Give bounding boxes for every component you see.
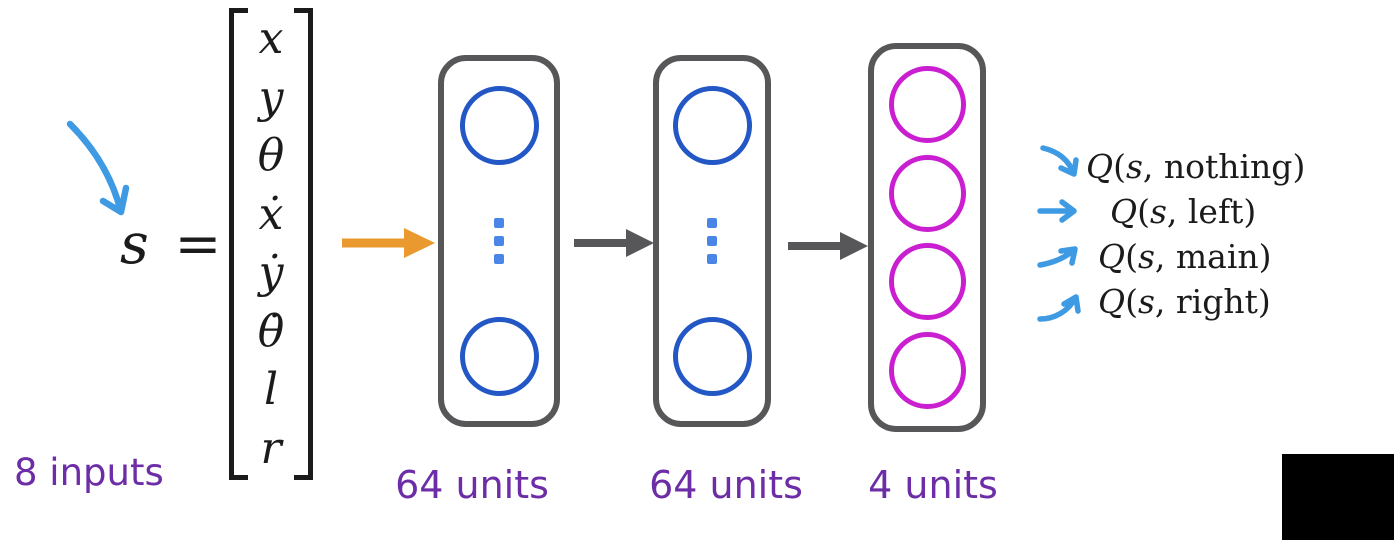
sketch-output-arrow-icon bbox=[1037, 294, 1081, 322]
math-text: ( bbox=[1125, 237, 1138, 276]
ellipsis-dot bbox=[707, 236, 717, 246]
math-variable: s bbox=[1149, 192, 1167, 231]
neuron-circle bbox=[888, 243, 966, 321]
math-variable: s bbox=[1125, 147, 1143, 186]
q-value-label: Q(s, nothing) bbox=[1086, 150, 1305, 183]
hidden-layer-2 bbox=[653, 55, 771, 427]
math-variable: s bbox=[1137, 237, 1155, 276]
right-bracket bbox=[294, 8, 313, 480]
layer-3-units-label: 4 units bbox=[868, 463, 998, 507]
math-variable: s bbox=[1137, 282, 1155, 321]
vertical-ellipsis-icon bbox=[494, 218, 504, 264]
neuron-circle bbox=[459, 317, 539, 396]
math-text: ( bbox=[1113, 147, 1126, 186]
math-text: ) bbox=[1257, 282, 1271, 321]
q-value-label: Q(s, right) bbox=[1098, 285, 1271, 318]
neuron-circle bbox=[888, 154, 966, 232]
math-text: ) bbox=[1258, 237, 1272, 276]
state-vector-element: ẋ bbox=[258, 188, 284, 240]
neuron-circle bbox=[672, 86, 752, 165]
math-text: , bbox=[1154, 237, 1176, 276]
flow-arrow-icon bbox=[788, 232, 868, 260]
state-vector-element: ẏ bbox=[258, 247, 284, 299]
state-vector-element: y bbox=[258, 71, 284, 123]
neuron-circle bbox=[672, 317, 752, 396]
neuron-circle bbox=[888, 66, 966, 144]
ellipsis-dot bbox=[494, 218, 504, 228]
hidden-layer-1 bbox=[438, 55, 560, 427]
math-text: ( bbox=[1137, 192, 1150, 231]
black-overlay-box bbox=[1282, 454, 1394, 540]
state-symbol: s = bbox=[120, 212, 226, 277]
math-text: , bbox=[1166, 192, 1188, 231]
state-vector-element: θ̇ bbox=[257, 305, 285, 357]
q-value-outputs: Q(s, nothing)Q(s, left)Q(s, main)Q(s, ri… bbox=[1036, 144, 1305, 324]
math-text: main bbox=[1175, 237, 1259, 276]
q-output-row: Q(s, nothing) bbox=[1036, 144, 1305, 189]
left-bracket bbox=[229, 8, 248, 480]
ellipsis-dot bbox=[707, 218, 717, 228]
neuron-circle bbox=[459, 86, 539, 165]
state-vector-element: x bbox=[258, 13, 284, 65]
math-text: , bbox=[1154, 282, 1176, 321]
vertical-ellipsis-icon bbox=[707, 218, 717, 264]
q-output-row: Q(s, left) bbox=[1036, 189, 1305, 234]
q-value-label: Q(s, main) bbox=[1098, 240, 1272, 273]
sketch-output-arrow-icon bbox=[1037, 199, 1077, 223]
math-text: left bbox=[1187, 192, 1244, 231]
sketch-pointer-arrow-icon bbox=[66, 120, 130, 216]
ellipsis-dot bbox=[494, 236, 504, 246]
state-vector-element: r bbox=[260, 422, 282, 474]
math-text: ) bbox=[1292, 147, 1306, 186]
sketch-output-arrow-icon bbox=[1040, 145, 1079, 177]
math-variable: Q bbox=[1086, 147, 1114, 186]
ellipsis-dot bbox=[494, 254, 504, 264]
input-flow-arrow-icon bbox=[342, 228, 435, 258]
inputs-count-label: 8 inputs bbox=[14, 451, 164, 494]
sketch-output-arrow-icon bbox=[1037, 246, 1078, 268]
q-output-row: Q(s, right) bbox=[1036, 279, 1305, 324]
math-variable: Q bbox=[1098, 282, 1126, 321]
math-variable: Q bbox=[1110, 192, 1138, 231]
math-text: ( bbox=[1125, 282, 1138, 321]
math-text: ) bbox=[1243, 192, 1257, 231]
ellipsis-dot bbox=[707, 254, 717, 264]
flow-arrow-icon bbox=[574, 229, 654, 257]
math-text: right bbox=[1175, 282, 1258, 321]
math-text: , bbox=[1142, 147, 1164, 186]
layer-1-units-label: 64 units bbox=[395, 463, 549, 507]
math-variable: Q bbox=[1098, 237, 1126, 276]
q-output-row: Q(s, main) bbox=[1036, 234, 1305, 279]
q-value-label: Q(s, left) bbox=[1110, 195, 1256, 228]
state-vector-element: θ bbox=[257, 130, 285, 182]
math-text: nothing bbox=[1163, 147, 1293, 186]
state-vector-element: l bbox=[263, 364, 279, 416]
output-layer bbox=[868, 43, 986, 432]
layer-2-units-label: 64 units bbox=[649, 463, 803, 507]
neuron-circle bbox=[888, 331, 966, 409]
